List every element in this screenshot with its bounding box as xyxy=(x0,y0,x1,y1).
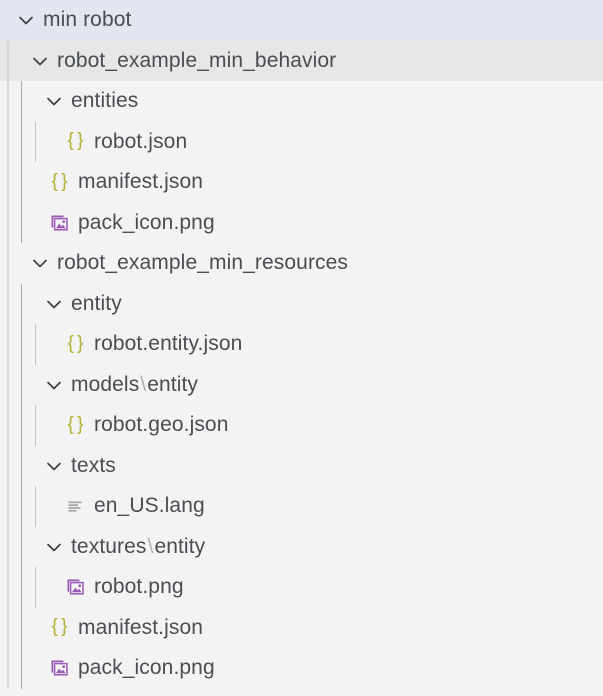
tree-row-content: robot_example_min_resources xyxy=(0,243,348,284)
tree-item-label: robot.png xyxy=(94,575,184,599)
tree-folder-row[interactable]: models\entity xyxy=(0,364,603,406)
chevron-down-icon[interactable] xyxy=(43,374,65,396)
tree-item-label: robot_example_min_behavior xyxy=(57,48,337,72)
tree-row-content: models\entity xyxy=(0,365,198,406)
json-icon: { } xyxy=(67,130,84,152)
tree-item-label: models\entity xyxy=(65,373,198,397)
tree-folder-row[interactable]: robot_example_min_behavior xyxy=(0,40,603,82)
chevron-down-icon[interactable] xyxy=(43,536,65,558)
tree-file-row[interactable]: { } manifest.json xyxy=(0,162,603,203)
tree-file-row[interactable]: { } manifest.json xyxy=(0,607,603,649)
tree-row-content: { } robot.json xyxy=(0,122,188,163)
tree-folder-row[interactable]: texts xyxy=(0,445,603,487)
tree-folder-row[interactable]: entities xyxy=(0,81,603,122)
tree-item-label: entity xyxy=(71,291,122,315)
json-icon: { } xyxy=(67,332,84,354)
tree-item-label: robot.entity.json xyxy=(94,332,243,356)
tree-item-label-part: entity xyxy=(147,372,199,396)
chevron-down-icon[interactable] xyxy=(29,252,51,274)
tree-folder-row[interactable]: robot_example_min_resources xyxy=(0,243,603,284)
tree-file-row[interactable]: { } robot.geo.json xyxy=(0,405,603,446)
tree-row-content: robot_example_min_behavior xyxy=(0,41,336,82)
image-icon xyxy=(64,576,86,598)
tree-item-label: manifest.json xyxy=(78,170,204,194)
path-separator: \ xyxy=(140,372,147,396)
tree-item-label-part: textures xyxy=(71,534,147,558)
tree-row-content: textures\entity xyxy=(0,527,205,568)
tree-item-label: robot_example_min_resources xyxy=(57,251,349,275)
tree-item-label-part: entity xyxy=(154,534,206,558)
json-icon: { } xyxy=(51,616,68,638)
tree-row-content: { } manifest.json xyxy=(0,162,203,203)
tree-row-content: min robot xyxy=(0,0,131,41)
tree-row-content: entity xyxy=(0,284,122,325)
tree-item-label-part: models xyxy=(71,372,140,396)
chevron-down-icon[interactable] xyxy=(43,90,65,112)
chevron-down-icon[interactable] xyxy=(43,293,65,315)
tree-file-row[interactable]: { } robot.entity.json xyxy=(0,324,603,365)
tree-item-label: min robot xyxy=(43,8,132,32)
tree-file-row[interactable]: pack_icon.png xyxy=(0,648,603,689)
tree-file-row[interactable]: en_US.lang xyxy=(0,486,603,527)
json-icon: { } xyxy=(51,170,68,192)
tree-item-label: robot.json xyxy=(94,129,188,153)
tree-row-content: { } manifest.json xyxy=(0,608,203,649)
text-file-icon xyxy=(64,495,86,517)
tree-row-content: en_US.lang xyxy=(0,486,205,527)
chevron-down-icon[interactable] xyxy=(15,9,37,31)
tree-file-row[interactable]: pack_icon.png xyxy=(0,202,603,244)
tree-item-label: textures\entity xyxy=(65,535,205,559)
tree-item-label: entities xyxy=(71,89,139,113)
tree-folder-row[interactable]: min robot xyxy=(0,0,603,41)
tree-item-label: pack_icon.png xyxy=(78,656,215,680)
tree-folder-row[interactable]: textures\entity xyxy=(0,526,603,568)
image-icon xyxy=(48,212,70,234)
tree-row-content: { } robot.entity.json xyxy=(0,324,243,365)
tree-row-content: entities xyxy=(0,81,138,122)
tree-file-row[interactable]: robot.png xyxy=(0,567,603,608)
path-separator: \ xyxy=(147,534,154,558)
tree-row-content: pack_icon.png xyxy=(0,203,215,244)
tree-item-label: robot.geo.json xyxy=(94,413,229,437)
tree-folder-row[interactable]: entity xyxy=(0,283,603,325)
tree-item-label: texts xyxy=(71,453,116,477)
tree-row-content: pack_icon.png xyxy=(0,648,215,689)
chevron-down-icon[interactable] xyxy=(29,50,51,72)
tree-row-content: { } robot.geo.json xyxy=(0,405,229,446)
json-icon: { } xyxy=(67,413,84,435)
tree-item-label: pack_icon.png xyxy=(78,210,215,234)
image-icon xyxy=(48,657,70,679)
tree-item-label: en_US.lang xyxy=(94,494,205,518)
tree-row-content: robot.png xyxy=(0,567,184,608)
tree-item-label: manifest.json xyxy=(78,615,204,639)
tree-file-row[interactable]: { } robot.json xyxy=(0,121,603,163)
chevron-down-icon[interactable] xyxy=(43,455,65,477)
tree-row-content: texts xyxy=(0,446,116,487)
